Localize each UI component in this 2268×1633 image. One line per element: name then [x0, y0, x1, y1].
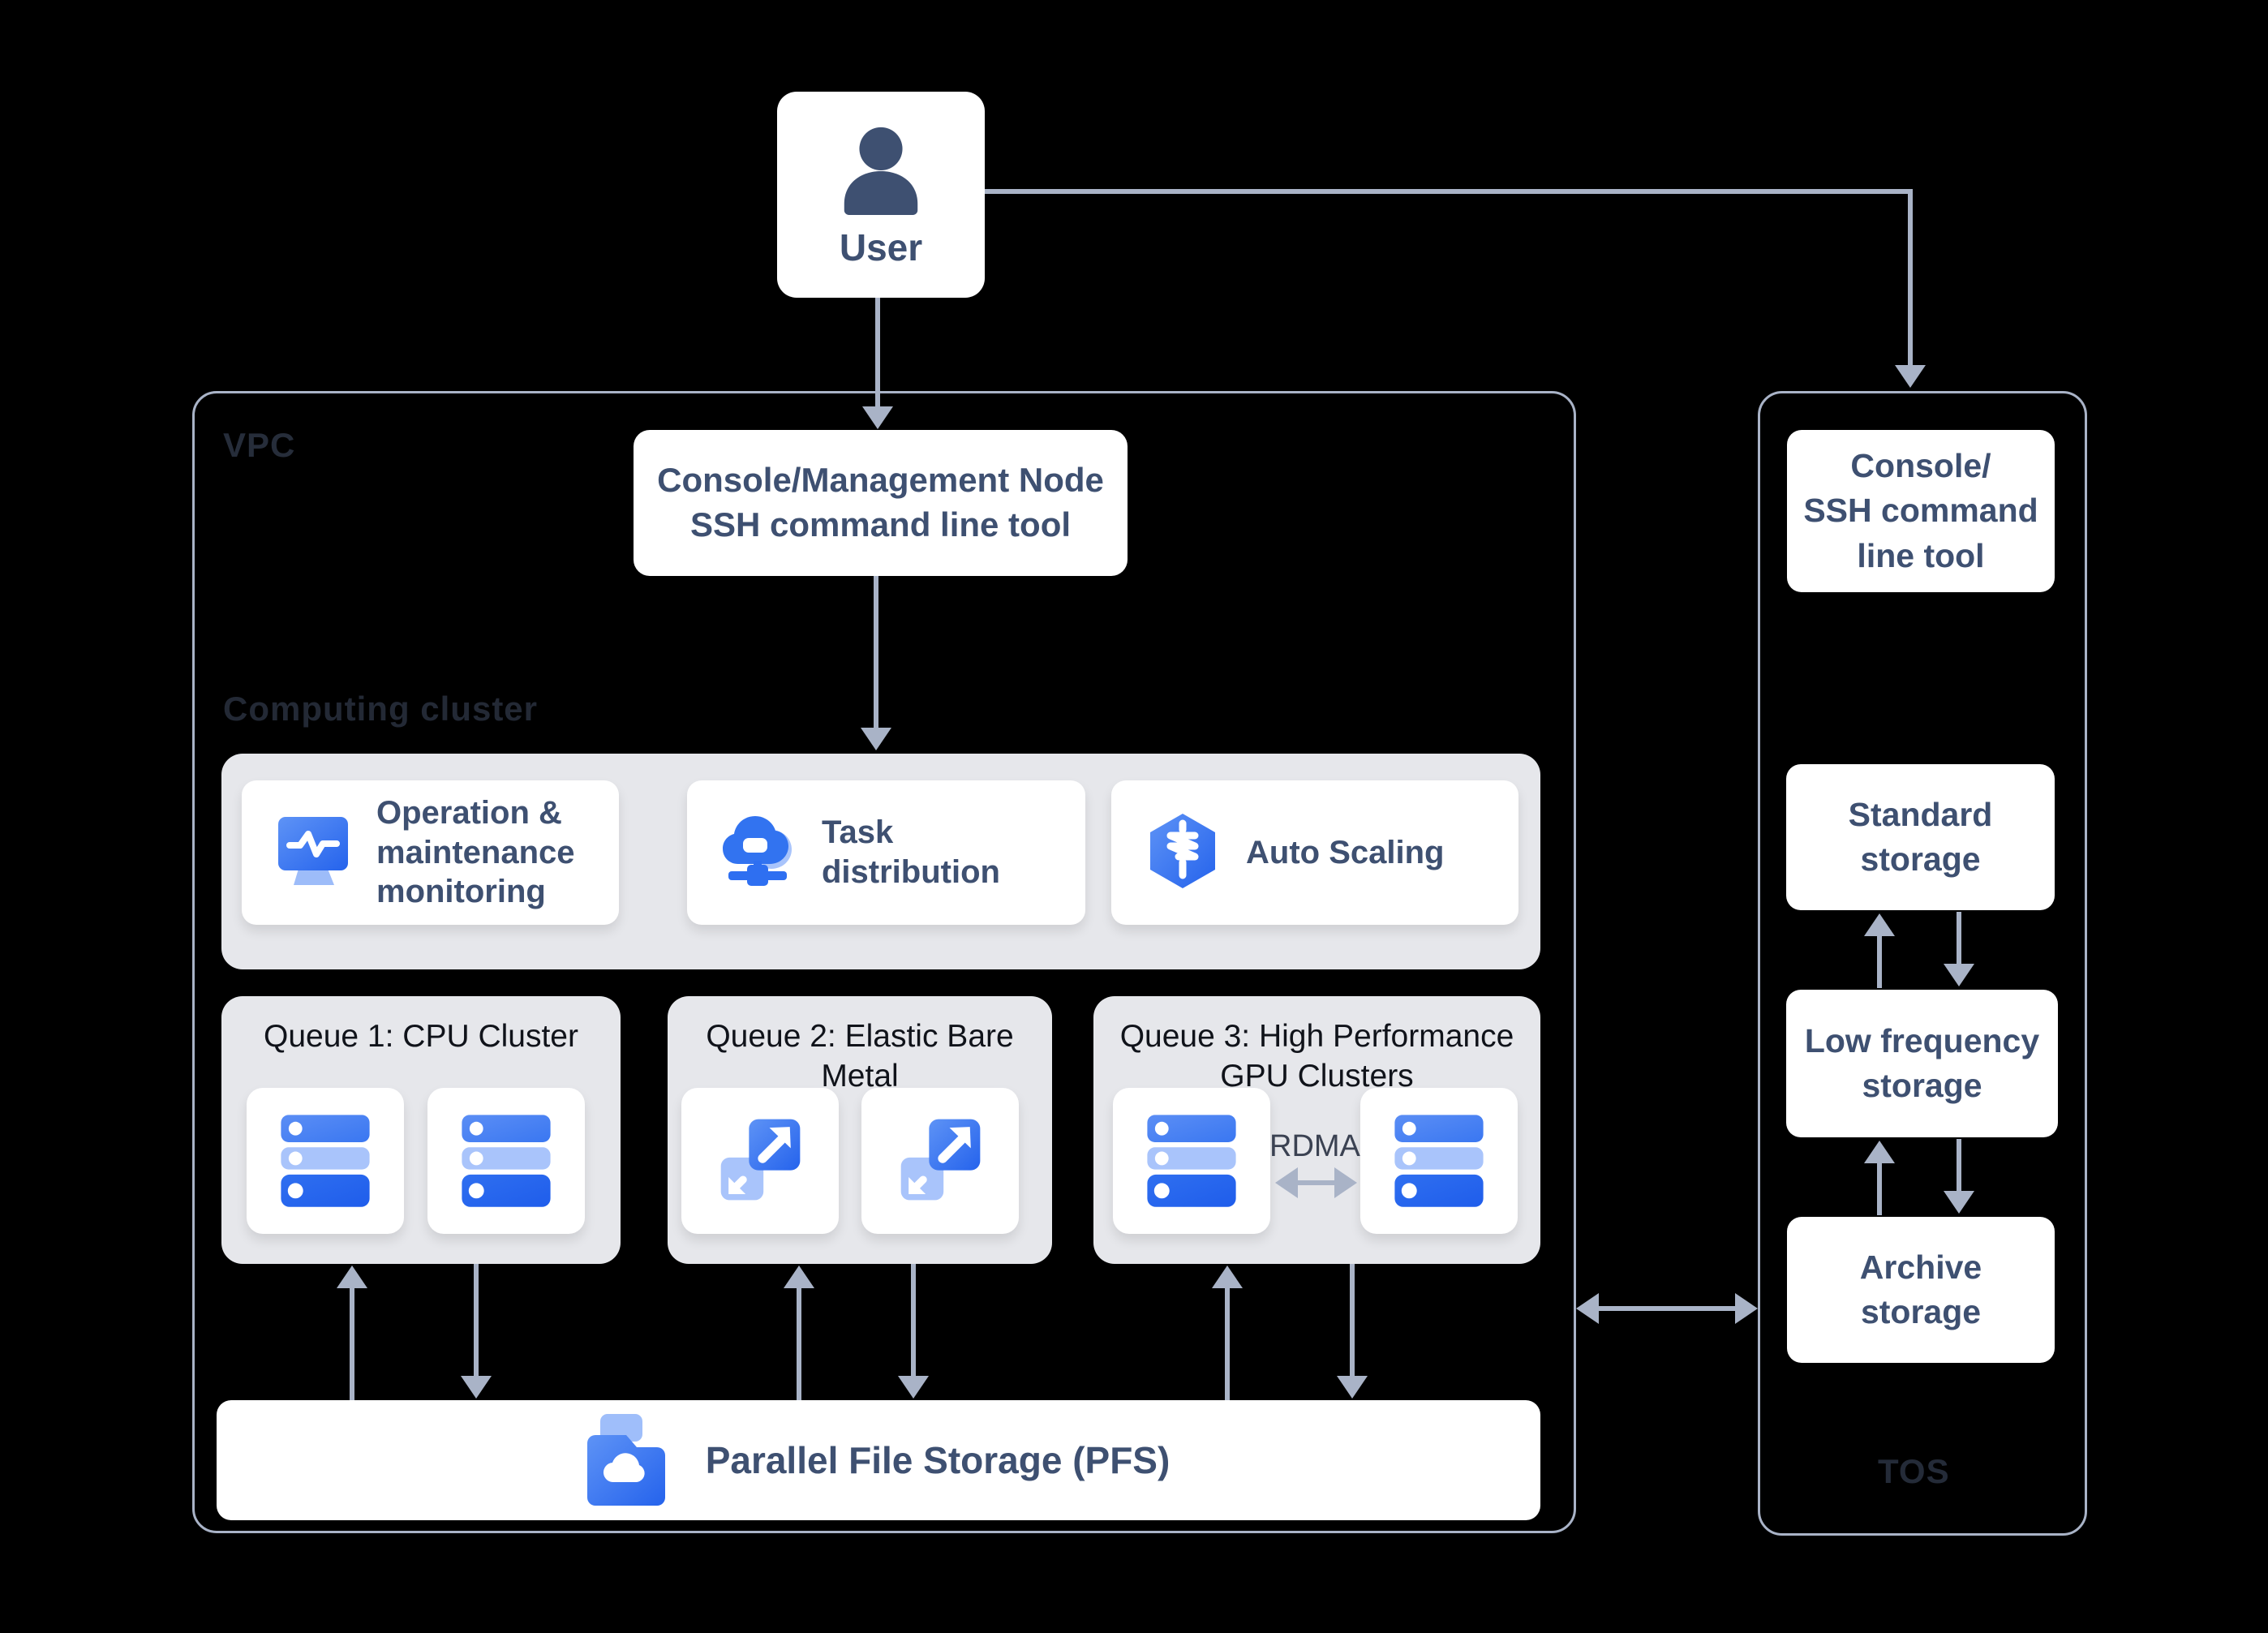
rdma-label: RDMA: [1269, 1129, 1360, 1163]
queue3-panel: Queue 3: High Performance GPU Clusters: [1093, 996, 1540, 1264]
server-icon: [274, 1108, 376, 1214]
queue2-panel: Queue 2: Elastic Bare Metal: [668, 996, 1052, 1264]
monitoring-icon: [274, 812, 352, 894]
queue2-title: Queue 2: Elastic Bare Metal: [706, 1019, 1014, 1094]
tos-console-node: Console/ SSH command line tool: [1787, 430, 2055, 592]
queue1-panel: Queue 1: CPU Cluster: [221, 996, 621, 1264]
service-auto-scaling-label: Auto Scaling: [1246, 834, 1445, 870]
auto-scaling-icon: [1144, 812, 1222, 894]
server-icon: [1388, 1108, 1490, 1214]
service-auto-scaling: Auto Scaling: [1111, 780, 1518, 925]
cloud-folder-icon: [586, 1407, 665, 1514]
tos-zone: [1758, 391, 2087, 1536]
service-task-distribution-label: Task distribution: [822, 814, 1000, 890]
elastic-scale-icon: [709, 1108, 811, 1214]
queue3-node-1: [1113, 1088, 1270, 1234]
archive-storage-label: Archive storage: [1859, 1248, 1982, 1330]
standard-storage-node: Standard storage: [1786, 764, 2055, 910]
low-frequency-storage-label: Low frequency storage: [1804, 1021, 2040, 1104]
console-management-node: Console/Management Node SSH command line…: [634, 430, 1128, 576]
queue1-node-2: [427, 1088, 585, 1234]
archive-storage-node: Archive storage: [1787, 1217, 2055, 1363]
standard-storage-label: Standard storage: [1848, 795, 1993, 878]
queue3-node-2: [1360, 1088, 1518, 1234]
queue1-title: Queue 1: CPU Cluster: [263, 1019, 578, 1054]
pfs-label: Parallel File Storage (PFS): [705, 1439, 1171, 1481]
service-task-distribution: Task distribution: [687, 780, 1085, 925]
task-distribution-icon: [719, 812, 797, 894]
pfs-node: Parallel File Storage (PFS): [217, 1400, 1540, 1520]
service-monitoring: Operation & maintenance monitoring: [242, 780, 619, 925]
tos-console-label: Console/ SSH command line tool: [1803, 446, 2038, 574]
vpc-zone-label: VPC: [223, 426, 296, 464]
console-management-node-label: Console/Management Node SSH command line…: [657, 461, 1104, 544]
service-monitoring-label: Operation & maintenance monitoring: [376, 794, 575, 910]
queue3-title: Queue 3: High Performance GPU Clusters: [1119, 1019, 1514, 1094]
low-frequency-storage-node: Low frequency storage: [1786, 990, 2058, 1137]
server-icon: [455, 1108, 557, 1214]
server-icon: [1140, 1108, 1243, 1214]
vpc-zone: [192, 391, 1576, 1533]
queue2-node-2: [861, 1088, 1019, 1234]
computing-cluster-label: Computing cluster: [223, 690, 539, 728]
person-icon: [833, 121, 929, 221]
user-label: User: [839, 226, 923, 269]
elastic-scale-icon: [889, 1108, 991, 1214]
user-node: User: [777, 92, 985, 298]
tos-zone-label: TOS: [1878, 1452, 1950, 1490]
queue2-node-1: [681, 1088, 839, 1234]
queue1-node-1: [247, 1088, 404, 1234]
